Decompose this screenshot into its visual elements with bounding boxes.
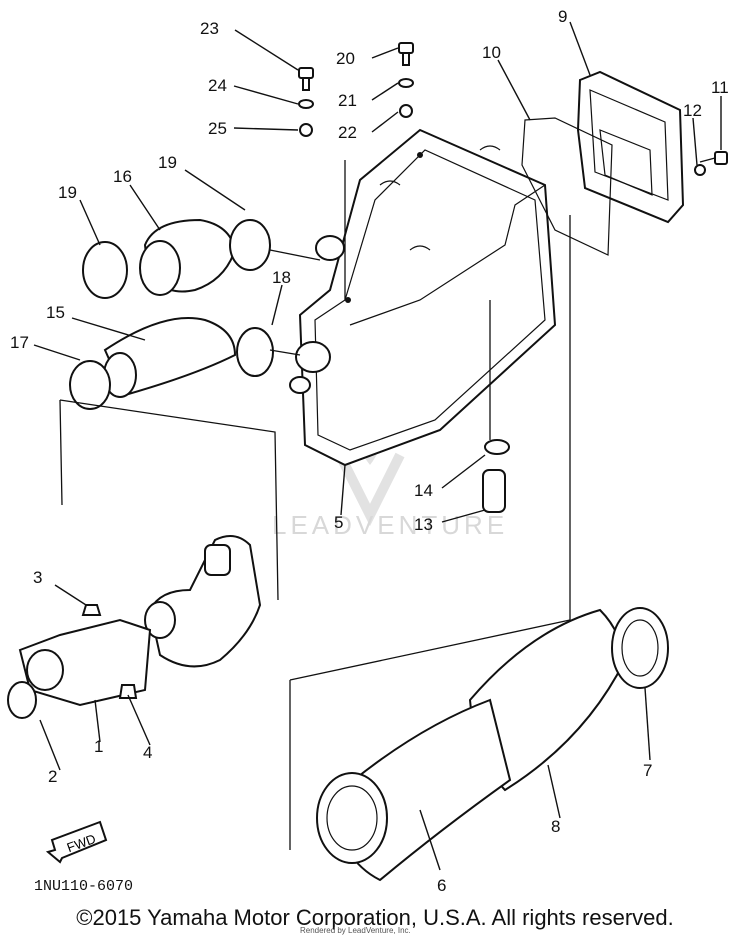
intake-manifold — [7, 604, 152, 719]
callout-2: 2 — [48, 767, 57, 786]
callout-22: 22 — [338, 123, 357, 142]
watermark-text: LEADVENTURE — [272, 510, 508, 540]
callout-15: 15 — [46, 303, 65, 322]
callout-21: 21 — [338, 91, 357, 110]
callout-9: 9 — [558, 7, 567, 26]
cover-screw — [694, 151, 728, 176]
callout-24: 24 — [208, 76, 227, 95]
callout-7: 7 — [643, 761, 652, 780]
air-joint-lower — [69, 317, 274, 410]
diagram-part-number: 1NU110-6070 — [34, 878, 134, 895]
callout-labels: 1 2 3 4 5 6 7 8 9 10 11 12 13 14 15 16 1… — [10, 7, 729, 895]
copyright-text: ©2015 Yamaha Motor Corporation, U.S.A. A… — [76, 905, 674, 930]
callout-5: 5 — [334, 513, 343, 532]
leader-lines — [33, 21, 722, 871]
filter-cap — [611, 607, 669, 689]
assembly-lines — [59, 160, 571, 850]
callout-18: 18 — [272, 268, 291, 287]
callout-10: 10 — [482, 43, 501, 62]
box-bolts — [298, 42, 414, 137]
callout-12: 12 — [683, 101, 702, 120]
forward-arrow: FWD — [45, 820, 108, 864]
carburetor — [144, 535, 262, 668]
callout-14: 14 — [414, 481, 433, 500]
air-box-cover — [576, 70, 685, 224]
callout-1: 1 — [94, 737, 103, 756]
air-joint-upper — [82, 218, 271, 299]
callout-19b: 19 — [158, 153, 177, 172]
callout-11: 11 — [711, 78, 729, 97]
callout-20: 20 — [336, 49, 355, 68]
callout-3: 3 — [33, 568, 42, 587]
callout-16: 16 — [113, 167, 132, 186]
callout-19a: 19 — [58, 183, 77, 202]
cover-gasket — [521, 117, 613, 256]
callout-25: 25 — [208, 119, 227, 138]
callout-17: 17 — [10, 333, 29, 352]
callout-6: 6 — [437, 876, 446, 895]
drain-hose — [482, 439, 510, 513]
air-filter-element — [316, 608, 627, 882]
rendered-by-text: Rendered by LeadVenture, Inc. — [300, 926, 411, 935]
callout-23: 23 — [200, 19, 219, 38]
callout-13: 13 — [414, 515, 433, 534]
callout-8: 8 — [551, 817, 560, 836]
callout-4: 4 — [143, 743, 152, 762]
air-box — [289, 128, 557, 467]
